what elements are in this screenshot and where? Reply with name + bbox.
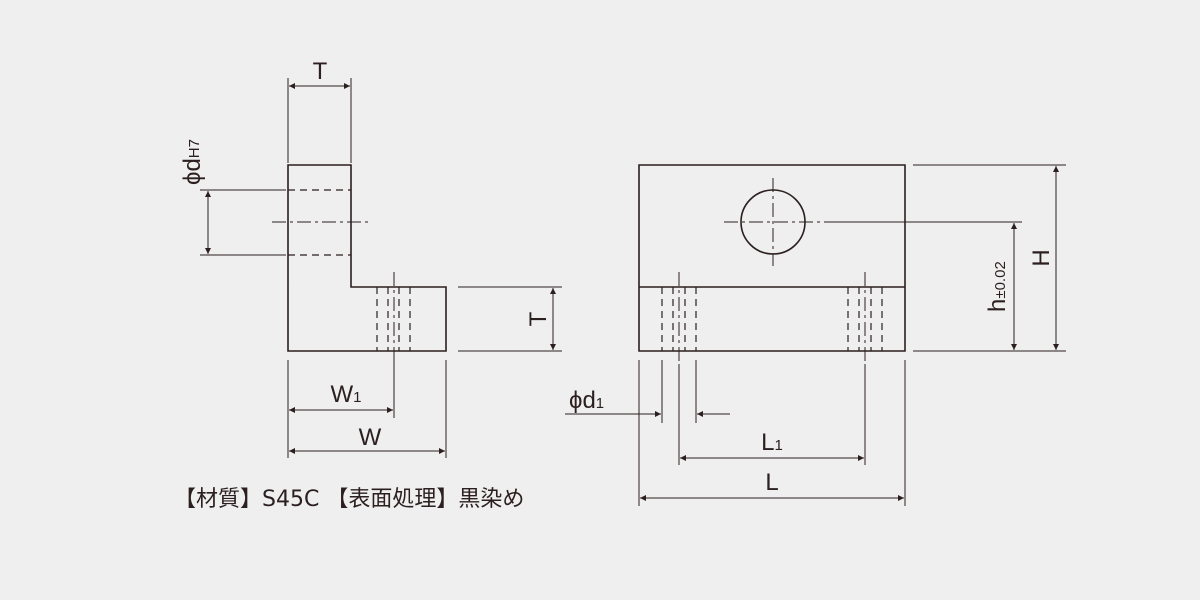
side-view <box>272 164 447 362</box>
dimension-l1: L1 <box>678 364 866 465</box>
dimension-height: H <box>913 164 1066 350</box>
dim-label-l1-sub: 1 <box>775 437 783 454</box>
dim-label-bore-symbol: ϕd <box>179 158 206 185</box>
dimension-width: W <box>289 360 447 458</box>
svg-text:ϕd1: ϕd1 <box>569 387 604 414</box>
dim-label-t-top: T <box>313 58 328 85</box>
dim-label-l: L <box>765 469 778 496</box>
dim-label-w1-sub: 1 <box>353 389 361 406</box>
dim-label-h-tol: ±0.02 <box>992 261 1009 298</box>
dimension-w1: W1 <box>287 360 395 458</box>
dim-label-mount-hole-main: ϕd <box>569 387 596 414</box>
dimension-mount-hole: ϕd1 <box>565 360 730 423</box>
dim-label-h: H <box>1028 249 1055 266</box>
dim-label-l1-main: L <box>761 429 774 456</box>
dim-label-mount-hole-sub: 1 <box>596 395 604 412</box>
dimension-thickness-side: T <box>458 286 562 352</box>
dimension-center-height: h±0.02 <box>824 221 1066 352</box>
svg-text:ϕdH7: ϕdH7 <box>179 139 206 185</box>
material-note: 【材質】S45C 【表面処理】黒染め <box>174 487 524 512</box>
front-view-outline <box>638 164 906 352</box>
dim-label-bore-tolerance: H7 <box>186 139 203 158</box>
dim-label-h-main: h <box>984 299 1011 312</box>
svg-text:W1: W1 <box>331 381 362 408</box>
dim-label-w1-main: W <box>331 381 354 408</box>
front-view <box>638 164 906 362</box>
dim-label-w: W <box>359 424 382 451</box>
dim-label-t-side: T <box>525 311 552 326</box>
dimension-thickness-top: T <box>287 58 352 163</box>
svg-text:h±0.02: h±0.02 <box>984 261 1011 312</box>
side-view-outline <box>287 164 447 352</box>
svg-text:L1: L1 <box>761 429 783 456</box>
dimension-bore-diameter: ϕdH7 <box>179 139 286 256</box>
dimension-length: L <box>638 360 906 506</box>
